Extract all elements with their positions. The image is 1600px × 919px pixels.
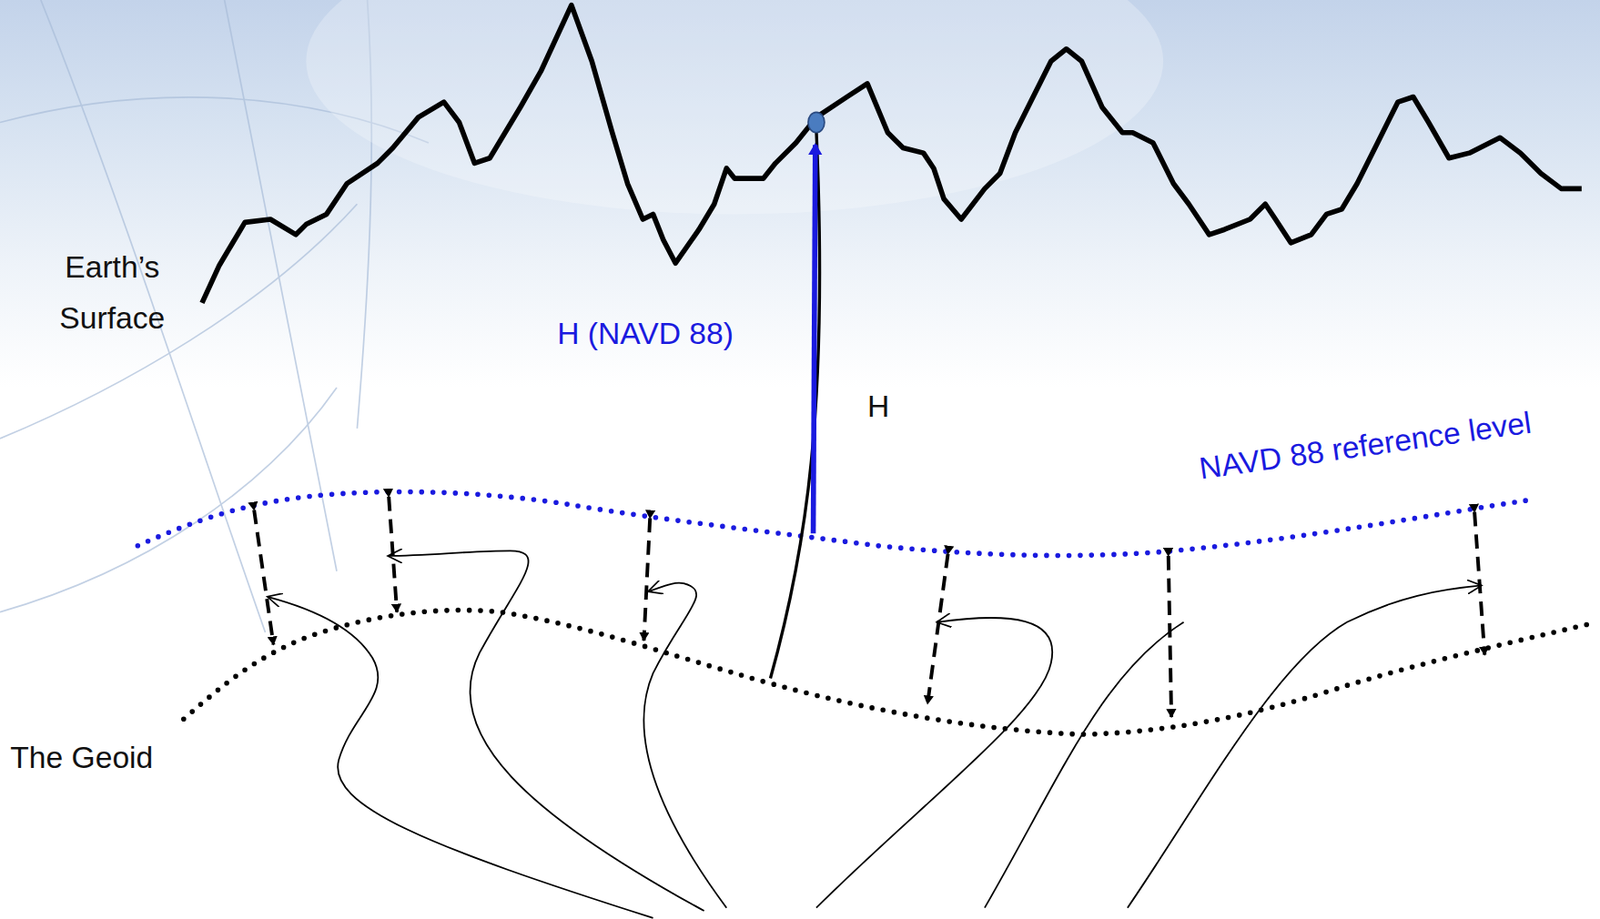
earth-surface bbox=[202, 5, 1582, 304]
separation-arrows bbox=[253, 496, 1485, 718]
geoid-label: The Geoid bbox=[10, 740, 153, 776]
navd88-height-label: H (NAVD 88) bbox=[556, 316, 734, 352]
reference-level-label: NAVD 88 reference level bbox=[1196, 405, 1533, 487]
navd88-height-arrow bbox=[813, 144, 816, 534]
orthometric-height-line bbox=[769, 130, 820, 679]
geoid-line bbox=[183, 610, 1598, 736]
benchmark-point bbox=[808, 111, 825, 132]
height-label: H bbox=[867, 389, 890, 425]
surface-label: Earth’s Surface bbox=[45, 242, 179, 345]
plumb-lines bbox=[267, 550, 1482, 919]
navd88-reference-level bbox=[137, 491, 1530, 556]
